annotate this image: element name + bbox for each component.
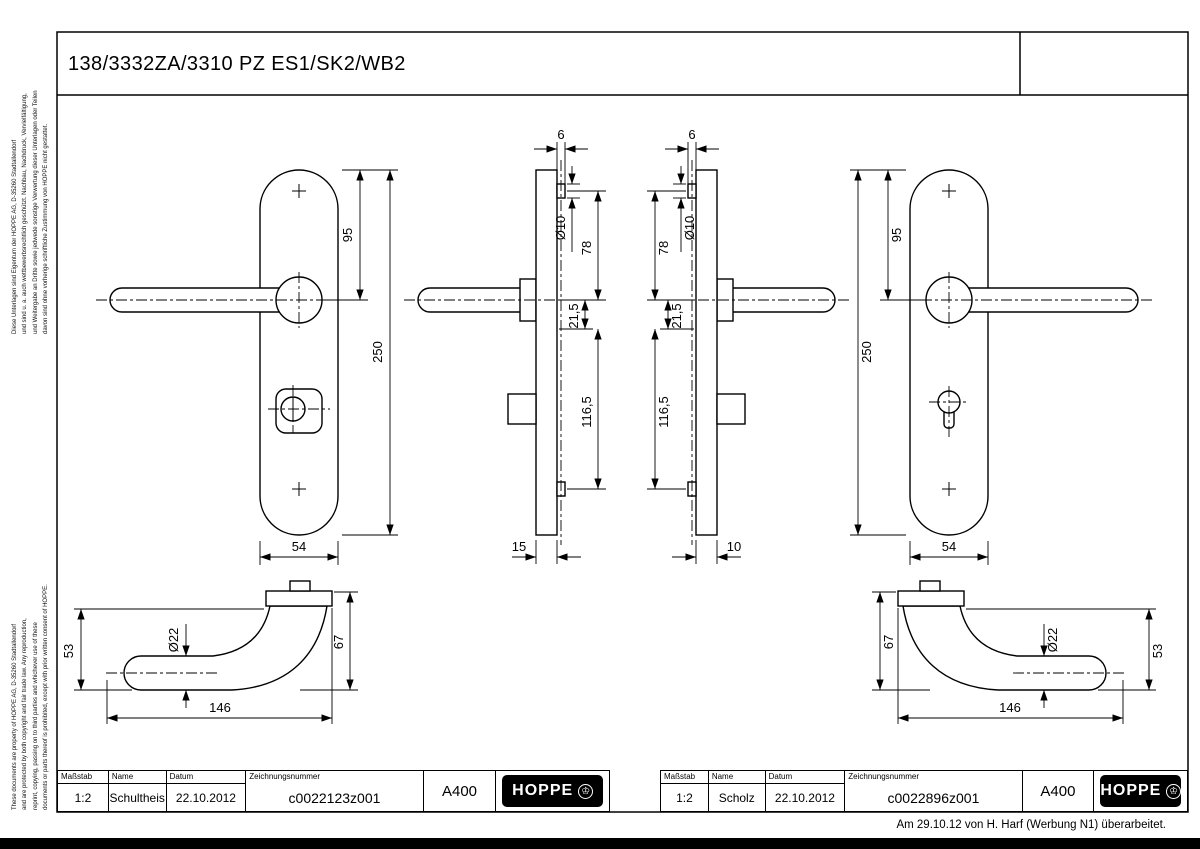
legal-line: These documents are property of HOPPE AG… bbox=[12, 623, 18, 810]
drawing-number-value: c0022123z001 bbox=[288, 789, 381, 806]
hoppe-logo: HOPPE ♔ bbox=[1100, 775, 1181, 807]
legal-line: und sind u. a. auch wettbewerbsrechtlich… bbox=[22, 93, 29, 334]
side-view-left bbox=[404, 142, 606, 564]
side-view-right bbox=[647, 142, 849, 564]
date-cell: Datum 22.10.2012 bbox=[166, 771, 247, 811]
revision-note: Am 29.10.12 von H. Harf (Werbung N1) übe… bbox=[896, 819, 1166, 831]
dim-215-sideleft: 21,5 bbox=[566, 303, 581, 328]
dim-10-sideright: 10 bbox=[727, 539, 741, 554]
dim-95-left: 95 bbox=[340, 228, 355, 242]
crown-icon: ♔ bbox=[1166, 783, 1181, 799]
cylinder-keyhole-right bbox=[929, 386, 969, 437]
scale-cell: Maßstab 1:2 bbox=[661, 771, 709, 811]
title-block-left: Maßstab 1:2 Name Schultheis Datum 22.10.… bbox=[57, 770, 610, 812]
dim-dia22-right: Ø22 bbox=[1045, 628, 1060, 653]
legal-line: reprint, copying, passing on to third pa… bbox=[32, 622, 39, 810]
dim-6-sideleft: 6 bbox=[557, 127, 564, 142]
scale-label: Maßstab bbox=[58, 771, 108, 784]
dim-1165-sideright: 116,5 bbox=[656, 396, 671, 428]
dim-1165-sideleft: 116,5 bbox=[579, 396, 594, 428]
code-cell: A400 bbox=[424, 771, 497, 811]
dim-15-sideleft: 15 bbox=[512, 539, 526, 554]
legal-line: and are protected by both copyright and … bbox=[22, 618, 29, 810]
dim-250-left: 250 bbox=[370, 341, 385, 363]
dim-53-left: 53 bbox=[61, 644, 76, 658]
date-value: 22.10.2012 bbox=[175, 790, 236, 805]
code-cell: A400 bbox=[1023, 771, 1095, 811]
crown-icon: ♔ bbox=[578, 783, 594, 799]
name-value: Scholz bbox=[718, 790, 755, 805]
sheet-frame bbox=[56, 31, 1189, 813]
dim-6-sideright: 6 bbox=[688, 127, 695, 142]
scale-value: 1:2 bbox=[74, 790, 92, 805]
date-cell: Datum 22.10.2012 bbox=[765, 771, 846, 811]
code-value: A400 bbox=[1040, 782, 1076, 800]
dim-146-left: 146 bbox=[209, 700, 231, 715]
name-cell: Name Scholz bbox=[708, 771, 766, 811]
dim-dia22-left: Ø22 bbox=[166, 628, 181, 653]
dim-67-right: 67 bbox=[881, 635, 896, 649]
code-value: A400 bbox=[441, 782, 478, 800]
name-label: Name bbox=[108, 771, 166, 784]
name-cell: Name Schultheis bbox=[108, 771, 167, 811]
brand-cell: HOPPE ♔ bbox=[1094, 771, 1187, 811]
legal-note-english: These documents are property of HOPPE AG… bbox=[10, 500, 51, 810]
scale-value: 1:2 bbox=[676, 790, 693, 805]
date-value: 22.10.2012 bbox=[774, 790, 835, 805]
dim-dia10-sideleft: Ø10 bbox=[553, 216, 568, 241]
legal-line: Diese Unterlagen sind Eigentum der HOPPE… bbox=[12, 139, 18, 334]
title-block-right: Maßstab 1:2 Name Scholz Datum 22.10.2012… bbox=[660, 770, 1188, 812]
hoppe-logo: HOPPE ♔ bbox=[502, 775, 603, 807]
legal-line: davon sind ohne vorherige schriftliche Z… bbox=[42, 123, 49, 334]
date-label: Datum bbox=[166, 771, 246, 784]
dim-67-left: 67 bbox=[331, 635, 346, 649]
dim-95-right: 95 bbox=[889, 228, 904, 242]
dim-54-right: 54 bbox=[942, 539, 956, 554]
dim-78-sideright: 78 bbox=[656, 241, 671, 255]
drawing-number-cell: Zeichnungsnummer c0022123z001 bbox=[246, 771, 424, 811]
scale-cell: Maßstab 1:2 bbox=[58, 771, 109, 811]
drawing-number-label: Zeichnungsnummer bbox=[848, 772, 919, 781]
page-title: 138/3332ZA/3310 PZ ES1/SK2/WB2 bbox=[68, 53, 406, 75]
dim-dia10-sideright: Ø10 bbox=[682, 216, 697, 241]
drawing-number-value: c0022896z001 bbox=[887, 789, 980, 806]
dim-250-right: 250 bbox=[859, 341, 874, 363]
dim-146-right: 146 bbox=[999, 700, 1021, 715]
name-label: Name bbox=[708, 771, 765, 784]
hoppe-wordmark: HOPPE bbox=[512, 782, 574, 799]
date-label: Datum bbox=[765, 771, 845, 784]
drawing-number-cell: Zeichnungsnummer c0022896z001 bbox=[845, 771, 1023, 811]
legal-note-german: Diese Unterlagen sind Eigentum der HOPPE… bbox=[10, 24, 51, 334]
dim-78-sideleft: 78 bbox=[579, 241, 594, 255]
legal-line: documents or parts thereof is prohibited… bbox=[42, 584, 49, 810]
hoppe-wordmark: HOPPE bbox=[1100, 782, 1162, 799]
bottom-bar bbox=[0, 838, 1200, 849]
dim-54-left: 54 bbox=[292, 539, 306, 554]
cylinder-escutcheon-left bbox=[268, 385, 330, 434]
scale-label: Maßstab bbox=[661, 771, 708, 784]
drawing-number-label: Zeichnungsnummer bbox=[249, 772, 320, 781]
name-value: Schultheis bbox=[109, 790, 165, 805]
dim-215-sideright: 21,5 bbox=[669, 303, 684, 328]
brand-cell: HOPPE ♔ bbox=[496, 771, 609, 811]
dim-53-right: 53 bbox=[1150, 644, 1165, 658]
legal-line: und Weitergabe an Dritte sowie jedwede s… bbox=[32, 90, 39, 334]
